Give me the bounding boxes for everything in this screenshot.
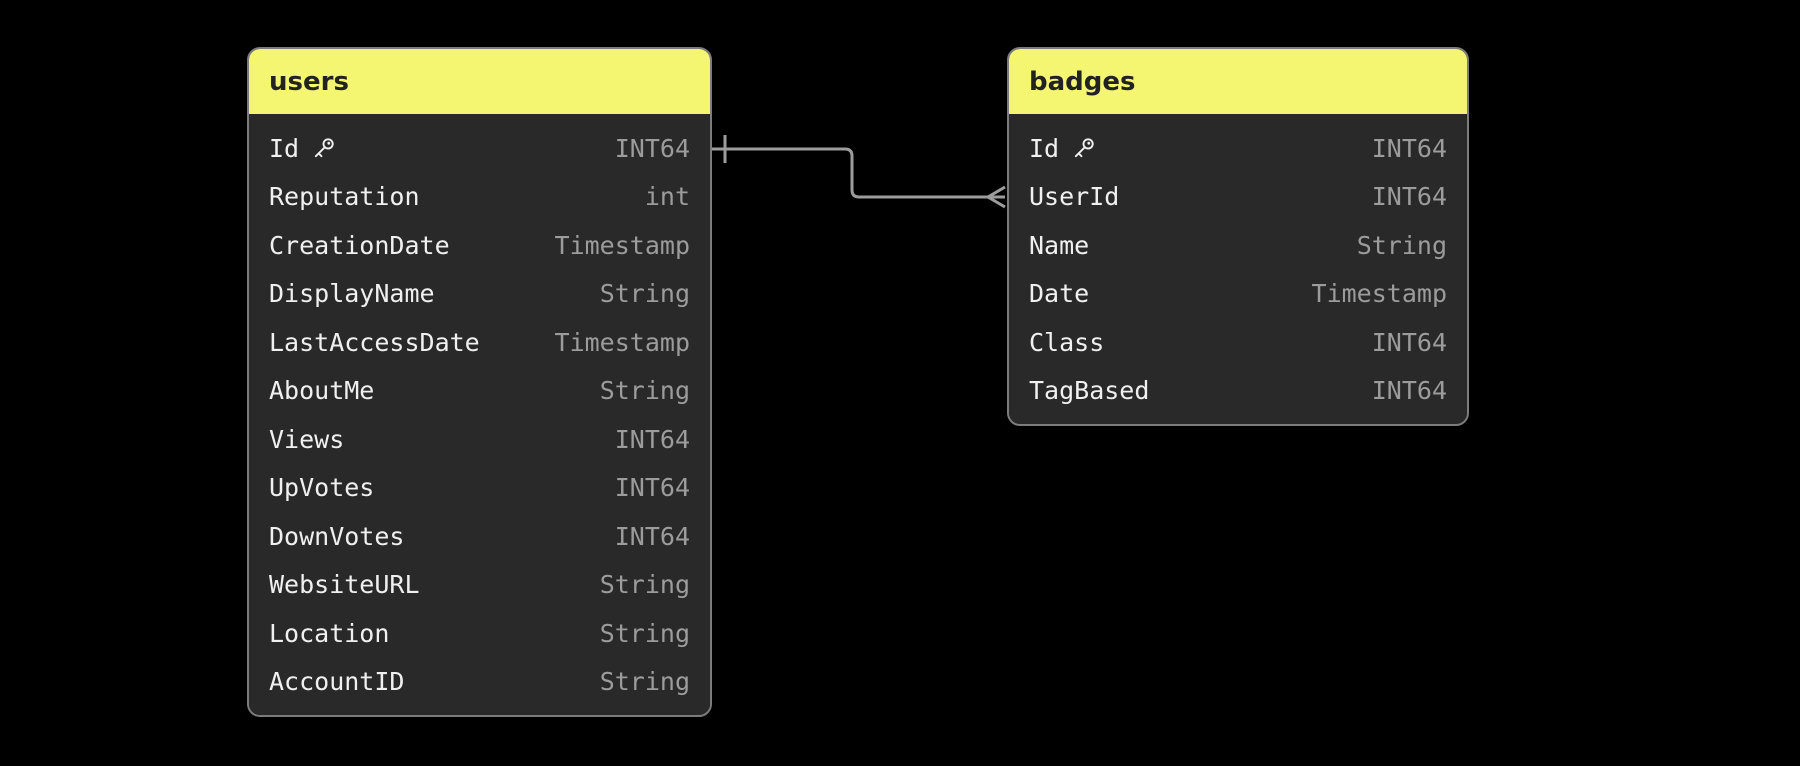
field-row-badges-tagbased[interactable]: TagBased INT64	[1009, 367, 1467, 416]
table-users[interactable]: users Id INT64 Reputation int	[247, 47, 712, 717]
field-row-users-accountid[interactable]: AccountID String	[249, 658, 710, 707]
field-row-badges-date[interactable]: Date Timestamp	[1009, 270, 1467, 319]
field-row-users-downvotes[interactable]: DownVotes INT64	[249, 512, 710, 561]
table-badges[interactable]: badges Id INT64 UserId INT64	[1007, 47, 1469, 426]
cardinality-many-marker	[985, 185, 1006, 209]
field-type: String	[599, 376, 690, 406]
table-badges-header[interactable]: badges	[1009, 49, 1467, 114]
field-row-users-lastaccessdate[interactable]: LastAccessDate Timestamp	[249, 318, 710, 367]
field-type: String	[599, 618, 690, 648]
field-type: INT64	[614, 133, 690, 163]
field-name: Date	[1029, 279, 1090, 309]
field-name: Views	[269, 424, 345, 454]
table-badges-body: Id INT64 UserId INT64 Name String	[1009, 114, 1467, 424]
table-title: badges	[1029, 66, 1136, 97]
field-name: LastAccessDate	[269, 327, 480, 357]
table-users-header[interactable]: users	[249, 49, 710, 114]
field-name: Name	[1029, 230, 1090, 260]
field-row-users-upvotes[interactable]: UpVotes INT64	[249, 464, 710, 513]
field-name: UpVotes	[269, 473, 375, 503]
field-type: INT64	[1371, 327, 1447, 357]
field-name: TagBased	[1029, 376, 1150, 406]
field-name: Class	[1029, 327, 1105, 357]
field-type: Timestamp	[554, 327, 690, 357]
relationship-line	[711, 147, 1005, 199]
field-row-badges-name[interactable]: Name String	[1009, 221, 1467, 270]
field-type: Timestamp	[554, 230, 690, 260]
field-name: WebsiteURL	[269, 570, 420, 600]
field-name: DownVotes	[269, 521, 405, 551]
field-name: AboutMe	[269, 376, 375, 406]
field-type: INT64	[614, 521, 690, 551]
field-row-users-aboutme[interactable]: AboutMe String	[249, 367, 710, 416]
field-name: Id	[1029, 134, 1097, 163]
field-row-users-creationdate[interactable]: CreationDate Timestamp	[249, 221, 710, 270]
key-icon	[315, 138, 334, 157]
field-name: Location	[269, 618, 390, 648]
field-row-badges-class[interactable]: Class INT64	[1009, 318, 1467, 367]
table-users-body: Id INT64 Reputation int CreationDate Tim…	[249, 114, 710, 715]
field-row-badges-id[interactable]: Id INT64	[1009, 124, 1467, 173]
field-row-users-websiteurl[interactable]: WebsiteURL String	[249, 561, 710, 610]
field-type: String	[1356, 230, 1447, 260]
field-row-badges-userid[interactable]: UserId INT64	[1009, 173, 1467, 222]
field-name: AccountID	[269, 667, 405, 697]
field-type: INT64	[1371, 182, 1447, 212]
table-title: users	[269, 66, 349, 97]
field-type: INT64	[614, 473, 690, 503]
field-name: Reputation	[269, 182, 420, 212]
field-row-users-views[interactable]: Views INT64	[249, 415, 710, 464]
field-row-users-displayname[interactable]: DisplayName String	[249, 270, 710, 319]
field-row-users-id[interactable]: Id INT64	[249, 124, 710, 173]
field-type: INT64	[614, 424, 690, 454]
field-type: String	[599, 570, 690, 600]
field-row-users-reputation[interactable]: Reputation int	[249, 173, 710, 222]
field-type: Timestamp	[1311, 279, 1447, 309]
field-type: String	[599, 667, 690, 697]
key-icon	[1075, 138, 1094, 157]
field-row-users-location[interactable]: Location String	[249, 609, 710, 658]
field-name: UserId	[1029, 182, 1120, 212]
field-type: INT64	[1371, 133, 1447, 163]
field-name: CreationDate	[269, 230, 450, 260]
field-name: Id	[269, 134, 337, 163]
field-type: INT64	[1371, 376, 1447, 406]
field-name: DisplayName	[269, 279, 435, 309]
field-type: int	[644, 182, 690, 212]
field-type: String	[599, 279, 690, 309]
